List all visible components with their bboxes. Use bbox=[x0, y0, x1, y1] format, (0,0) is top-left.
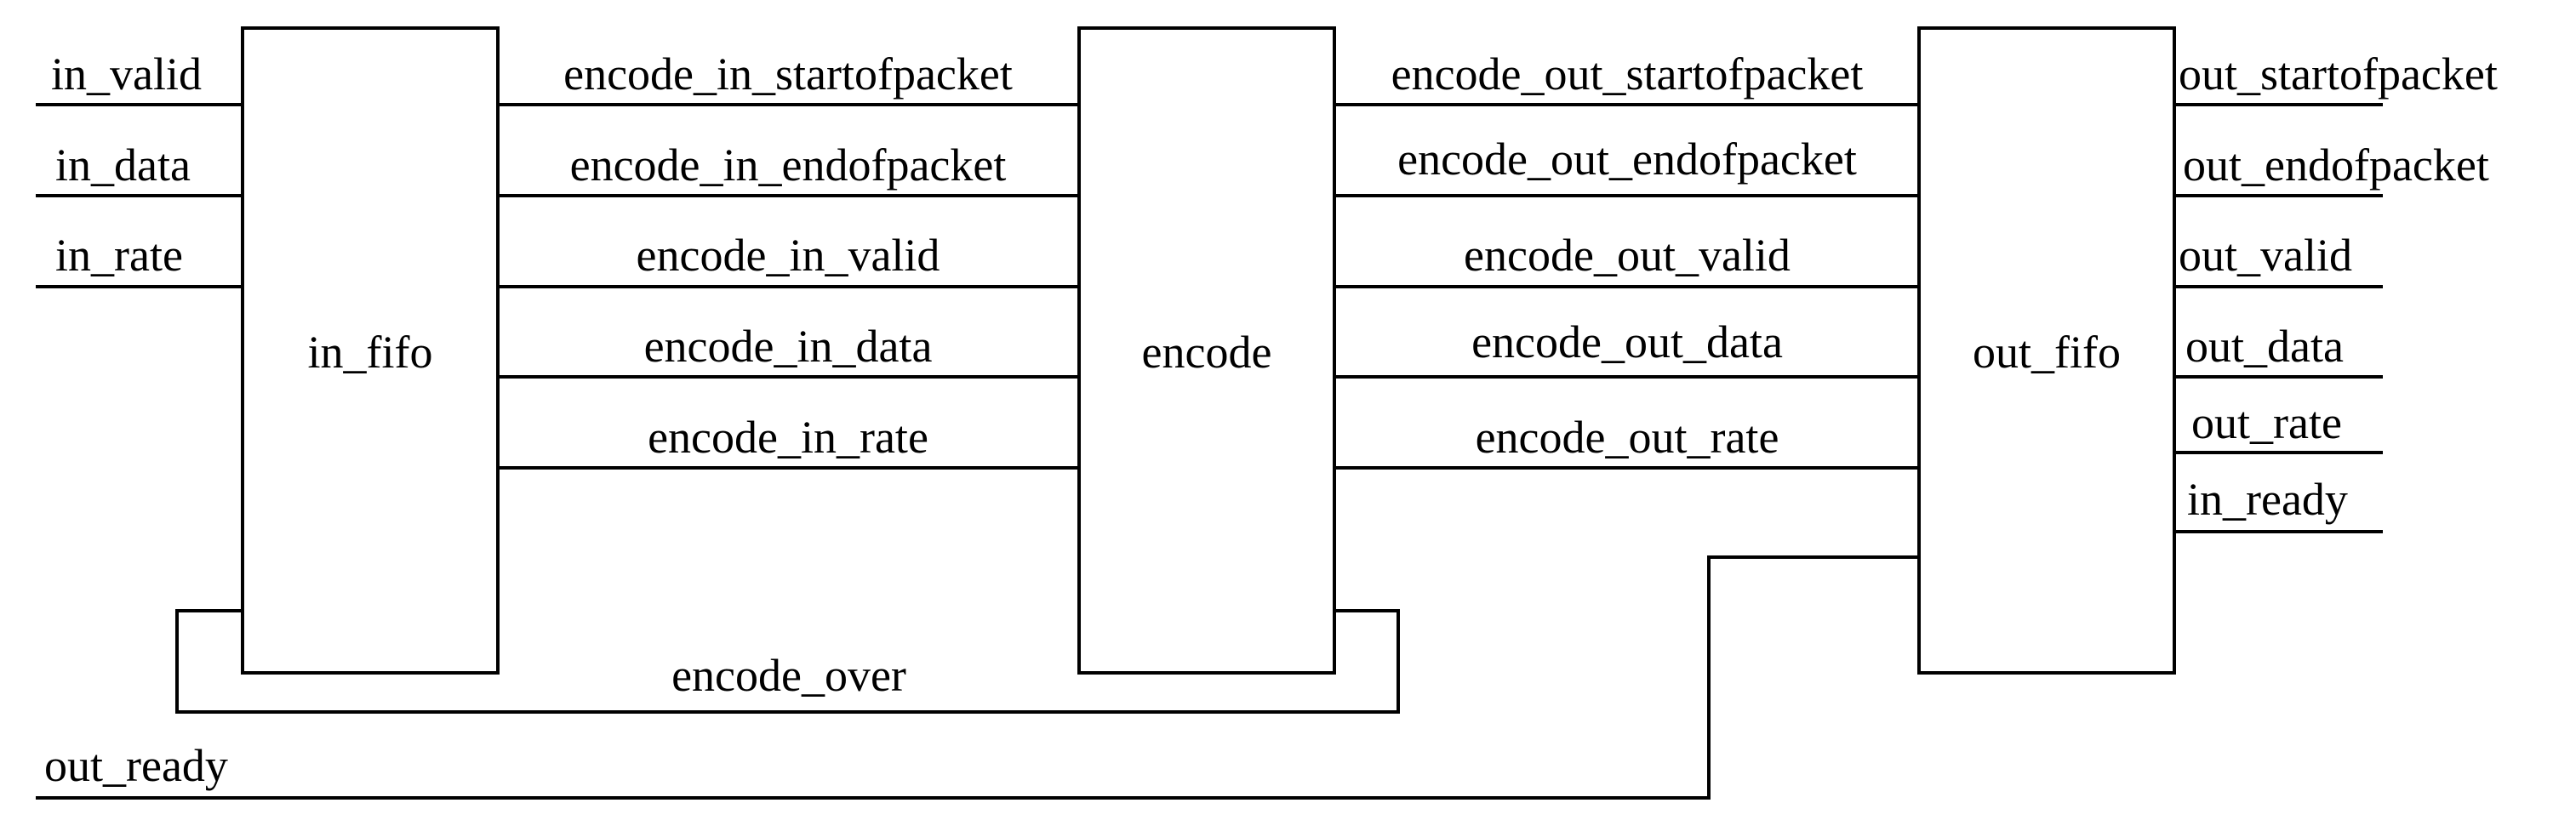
wire-out-ready bbox=[36, 555, 1919, 800]
encode-block bbox=[1077, 26, 1336, 675]
label-out-ready: out_ready bbox=[44, 740, 228, 791]
label-out-valid: out_valid bbox=[2179, 230, 2352, 281]
label-encode-over: encode_over bbox=[671, 650, 906, 701]
label-encode-out-endofpacket: encode_out_endofpacket bbox=[1397, 134, 1857, 185]
label-out-endofpacket: out_endofpacket bbox=[2183, 140, 2489, 191]
in-fifo-block bbox=[241, 26, 500, 675]
label-out-data: out_data bbox=[2185, 321, 2344, 372]
in-fifo-label: in_fifo bbox=[308, 327, 433, 378]
label-encode-out-data: encode_out_data bbox=[1471, 316, 1783, 367]
label-in-valid: in_valid bbox=[51, 48, 202, 100]
label-out-startofpacket: out_startofpacket bbox=[2179, 48, 2498, 100]
label-in-data: in_data bbox=[55, 140, 191, 191]
label-encode-in-valid: encode_in_valid bbox=[637, 230, 940, 281]
label-encode-out-startofpacket: encode_out_startofpacket bbox=[1391, 48, 1864, 100]
wire-encode-over bbox=[175, 609, 1400, 714]
label-encode-in-rate: encode_in_rate bbox=[648, 412, 928, 463]
label-in-ready: in_ready bbox=[2187, 474, 2348, 525]
label-encode-out-valid: encode_out_valid bbox=[1464, 230, 1791, 281]
label-encode-in-startofpacket: encode_in_startofpacket bbox=[563, 48, 1013, 100]
label-in-rate: in_rate bbox=[55, 230, 183, 281]
label-encode-in-endofpacket: encode_in_endofpacket bbox=[570, 140, 1007, 191]
label-out-rate: out_rate bbox=[2191, 397, 2342, 448]
label-encode-in-data: encode_in_data bbox=[644, 321, 933, 372]
label-encode-out-rate: encode_out_rate bbox=[1476, 412, 1779, 463]
encode-label: encode bbox=[1142, 327, 1272, 378]
out-fifo-label: out_fifo bbox=[1973, 327, 2121, 378]
out-fifo-block bbox=[1917, 26, 2176, 675]
